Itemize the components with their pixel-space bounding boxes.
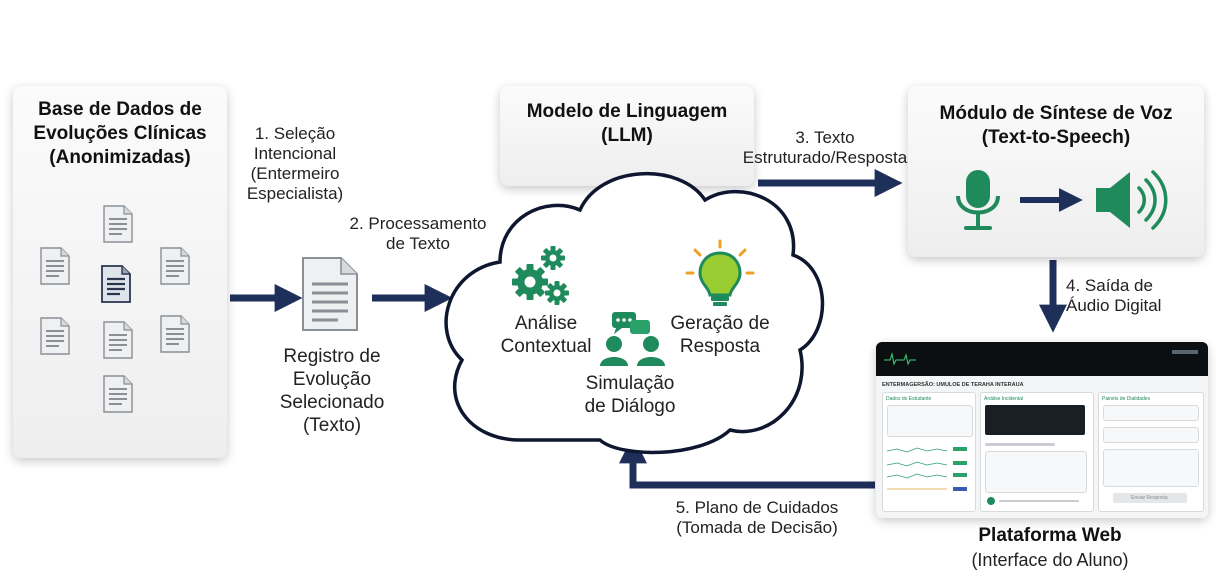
llm-panel: Modelo de Linguagem (LLM) <box>500 86 754 186</box>
step-1-label: 1. Seleção Intencional (Entermeiro Espec… <box>246 124 344 203</box>
arrow-web-to-llm <box>619 435 875 489</box>
llm-title: Modelo de Linguagem (LLM) <box>526 101 728 146</box>
mockup-right-card: Painéis de Dialidades Enviar Resposta <box>1098 392 1204 512</box>
mockup-body: ENTERMAGERSÃO: UMULOE DE TERAHA INTERAUA… <box>876 376 1208 518</box>
mockup-left-card: Dados do Estudante <box>882 392 976 512</box>
step-2-label: 2. Processamento de Texto <box>349 214 487 253</box>
tts-panel: Módulo de Síntese de Voz (Text-to-Speech… <box>908 86 1204 257</box>
mockup-right-title: Painéis de Dialidades <box>1102 396 1151 402</box>
mockup-transcript-box <box>985 451 1087 493</box>
step-4-label: 4. Saída de Áudio Digital <box>1066 276 1162 315</box>
step-3-label: 3. Texto Estruturado/Resposta <box>742 128 908 167</box>
web-platform-mockup: ENTERMAGERSÃO: UMULOE DE TERAHA INTERAUA… <box>876 342 1208 518</box>
mockup-left-title: Dados do Estudante <box>886 396 932 402</box>
simulation-label: Simulação de Diálogo <box>584 373 676 417</box>
mockup-vitals-chart <box>887 447 967 491</box>
analysis-label: Análise Contextual <box>500 313 592 357</box>
mockup-submit-button[interactable]: Enviar Resposta <box>1113 493 1187 503</box>
microphone-icon <box>956 170 1000 230</box>
web-platform-title: Plataforma Web <box>978 525 1122 546</box>
mockup-middle-card: Análise Incidental <box>980 392 1094 512</box>
mockup-vitals-strip <box>884 350 1198 366</box>
database-panel: Base de Dados de Evoluções Clínicas (Ano… <box>13 86 227 458</box>
mockup-play-button[interactable] <box>987 497 995 505</box>
tts-title: Módulo de Síntese de Voz (Text-to-Speech… <box>939 103 1173 148</box>
record-label: Registro de Evolução Selecionado (Texto) <box>279 346 385 436</box>
mockup-video-box <box>985 405 1085 435</box>
mockup-patient-box <box>887 405 973 437</box>
mockup-topbar <box>876 342 1208 376</box>
mockup-header: ENTERMAGERSÃO: UMULOE DE TERAHA INTERAUA <box>882 382 1024 388</box>
mockup-middle-title: Análise Incidental <box>984 396 1024 402</box>
step-5-label: 5. Plano de Cuidados (Tomada de Decisão) <box>675 498 839 537</box>
speaker-icon <box>1096 170 1168 230</box>
generation-label: Geração de Resposta <box>670 313 770 357</box>
database-title: Base de Dados de Evoluções Clínicas (Ano… <box>33 99 207 168</box>
web-platform-subtitle: (Interface do Aluno) <box>971 550 1129 570</box>
